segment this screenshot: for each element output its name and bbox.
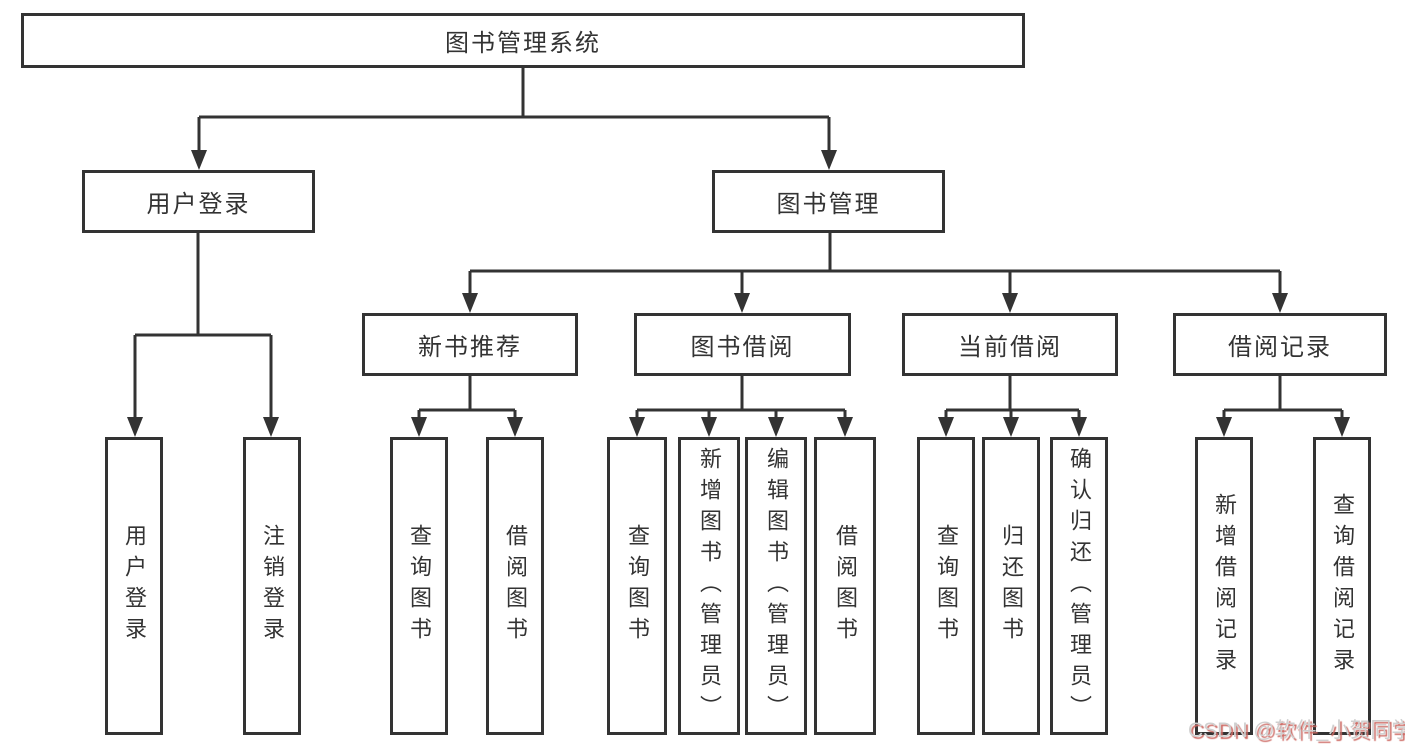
leaf-current-query-books: 查询图书	[917, 437, 975, 735]
leaf-borrow-edit-books-admin: 编辑图书（管理员）	[745, 437, 807, 735]
node-book-borrow: 图书借阅	[634, 313, 851, 376]
leaf-borrow-borrow-books: 借阅图书	[814, 437, 876, 735]
leaf-current-confirm-return-admin: 确认归还（管理员）	[1050, 437, 1108, 735]
leaf-label: 查询图书	[934, 524, 959, 648]
leaf-newbook-query-books: 查询图书	[390, 437, 448, 735]
node-borrow-records: 借阅记录	[1173, 313, 1387, 376]
leaf-label: 注销登录	[260, 524, 285, 648]
node-library-system: 图书管理系统	[21, 13, 1025, 68]
leaf-user-login: 用户登录	[105, 437, 163, 735]
leaf-newbook-borrow-books: 借阅图书	[486, 437, 544, 735]
leaf-label: 编辑图书（管理员）	[764, 446, 789, 726]
node-user-login: 用户登录	[82, 170, 315, 233]
leaf-current-return-books: 归还图书	[982, 437, 1040, 735]
node-book-management: 图书管理	[712, 170, 945, 233]
node-new-book-recommend: 新书推荐	[362, 313, 578, 376]
leaf-records-add-record: 新增借阅记录	[1195, 437, 1253, 735]
leaf-label: 新增图书（管理员）	[697, 446, 722, 726]
node-current-borrow: 当前借阅	[902, 313, 1118, 376]
leaf-label: 确认归还（管理员）	[1067, 446, 1092, 726]
csdn-watermark: CSDN @软件_小贺同学	[1188, 719, 1405, 742]
leaf-label: 借阅图书	[503, 524, 528, 648]
leaf-borrow-query-books: 查询图书	[607, 437, 667, 735]
leaf-logout: 注销登录	[243, 437, 301, 735]
leaf-records-query-record: 查询借阅记录	[1313, 437, 1371, 735]
leaf-label: 用户登录	[122, 524, 147, 648]
leaf-label: 查询借阅记录	[1330, 493, 1355, 679]
leaf-label: 借阅图书	[833, 524, 858, 648]
leaf-label: 归还图书	[999, 524, 1024, 648]
leaf-borrow-add-books-admin: 新增图书（管理员）	[678, 437, 740, 735]
leaf-label: 新增借阅记录	[1212, 493, 1237, 679]
leaf-label: 查询图书	[407, 524, 432, 648]
leaf-label: 查询图书	[625, 524, 650, 648]
